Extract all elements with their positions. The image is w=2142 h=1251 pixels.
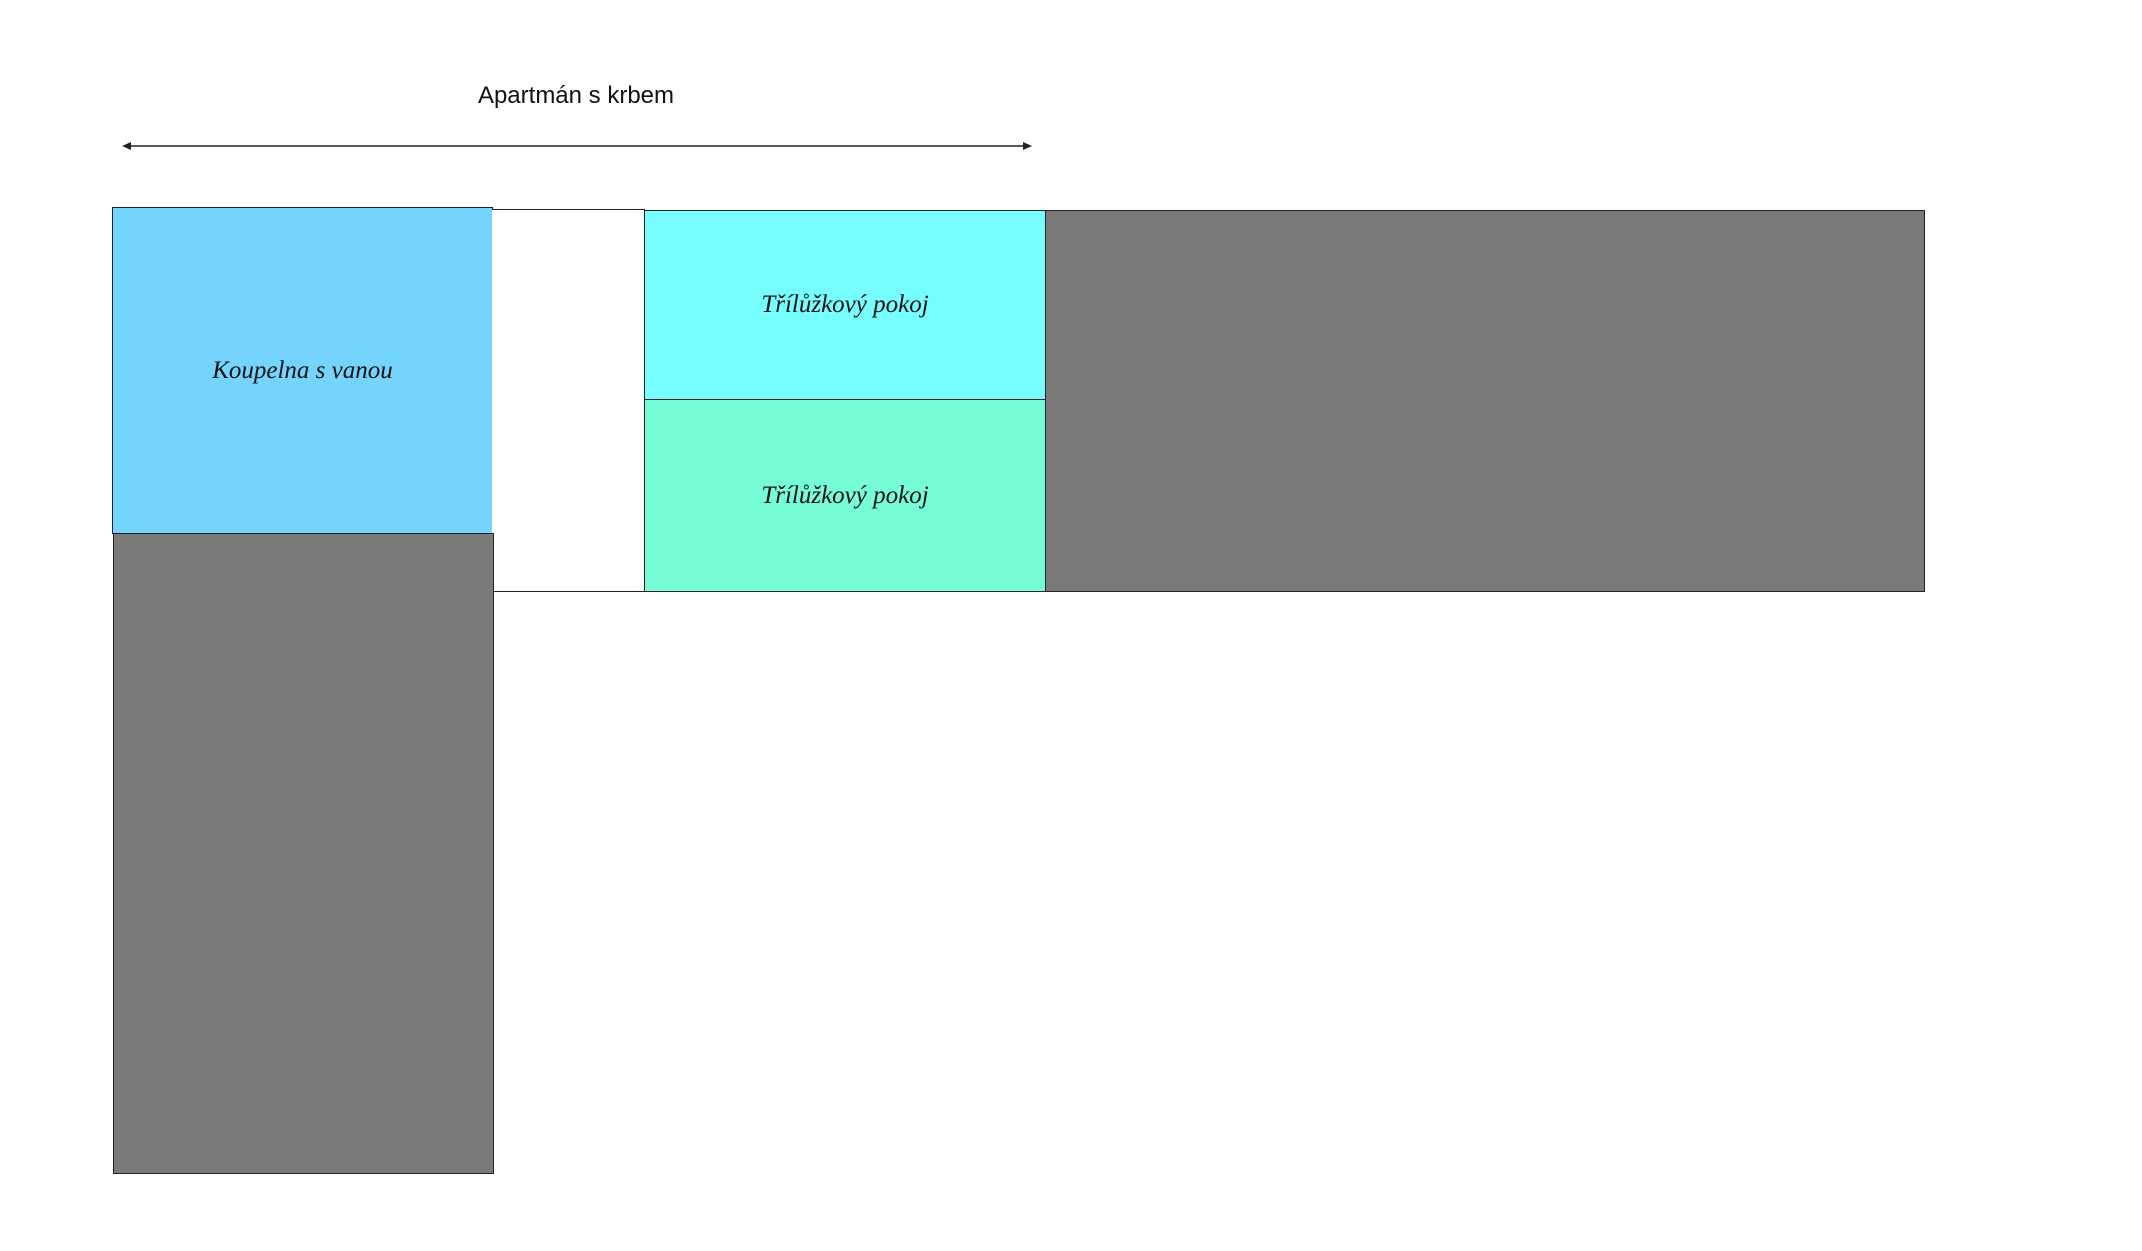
room-triple-top-label: Třílůžkový pokoj (761, 291, 929, 318)
span-arrow (122, 142, 1032, 150)
room-bathroom: Koupelna s vanou (112, 207, 493, 534)
gray-block-left (113, 533, 494, 1174)
room-bathroom-label: Koupelna s vanou (212, 356, 393, 384)
room-triple-bottom-label: Třílůžkový pokoj (761, 481, 929, 509)
room-triple-top: Třílůžkový pokoj (644, 210, 1046, 400)
corridor (492, 209, 645, 592)
diagram-title: Apartmán s krbem (477, 82, 675, 109)
room-triple-bottom: Třílůžkový pokoj (644, 399, 1046, 592)
gray-block-right (1045, 210, 1925, 592)
